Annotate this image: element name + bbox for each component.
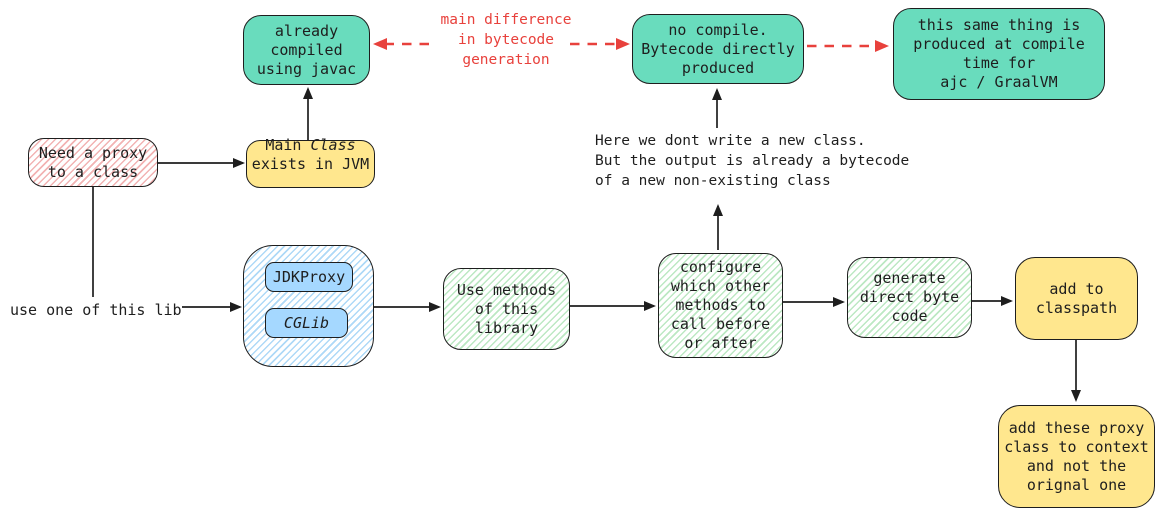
node-generate-bytecode: generate direct byte code <box>847 257 972 338</box>
node-no-compile: no compile. Bytecode directly produced <box>632 14 804 84</box>
node-add-proxy-to-context: add these proxy class to context and not… <box>998 405 1155 508</box>
main-class-line2: exists in JVM <box>251 154 370 173</box>
node-same-thing-compile-time: this same thing is produced at compile t… <box>893 8 1105 100</box>
node-need-proxy: Need a proxy to a class <box>28 138 158 187</box>
main-class-text: Main Class exists in JVM <box>252 136 369 193</box>
node-main-class-exists: Main Class exists in JVM <box>246 136 375 188</box>
main-class-part1: Main <box>265 135 311 154</box>
label-bytecode-note: Here we dont write a new class. But the … <box>595 133 910 189</box>
label-main-difference: main difference in bytecode generation <box>440 12 572 68</box>
node-cglib: CGLib <box>265 308 348 338</box>
node-add-to-classpath: add to classpath <box>1015 257 1138 340</box>
main-class-part2: Class <box>310 135 356 154</box>
node-jdkproxy: JDKProxy <box>265 262 353 292</box>
node-configure-methods: configure which other methods to call be… <box>658 253 783 358</box>
node-already-compiled: already compiled using javac <box>243 15 370 85</box>
label-use-one-lib: use one of this lib <box>10 301 182 319</box>
node-use-methods: Use methods of this library <box>443 268 570 350</box>
